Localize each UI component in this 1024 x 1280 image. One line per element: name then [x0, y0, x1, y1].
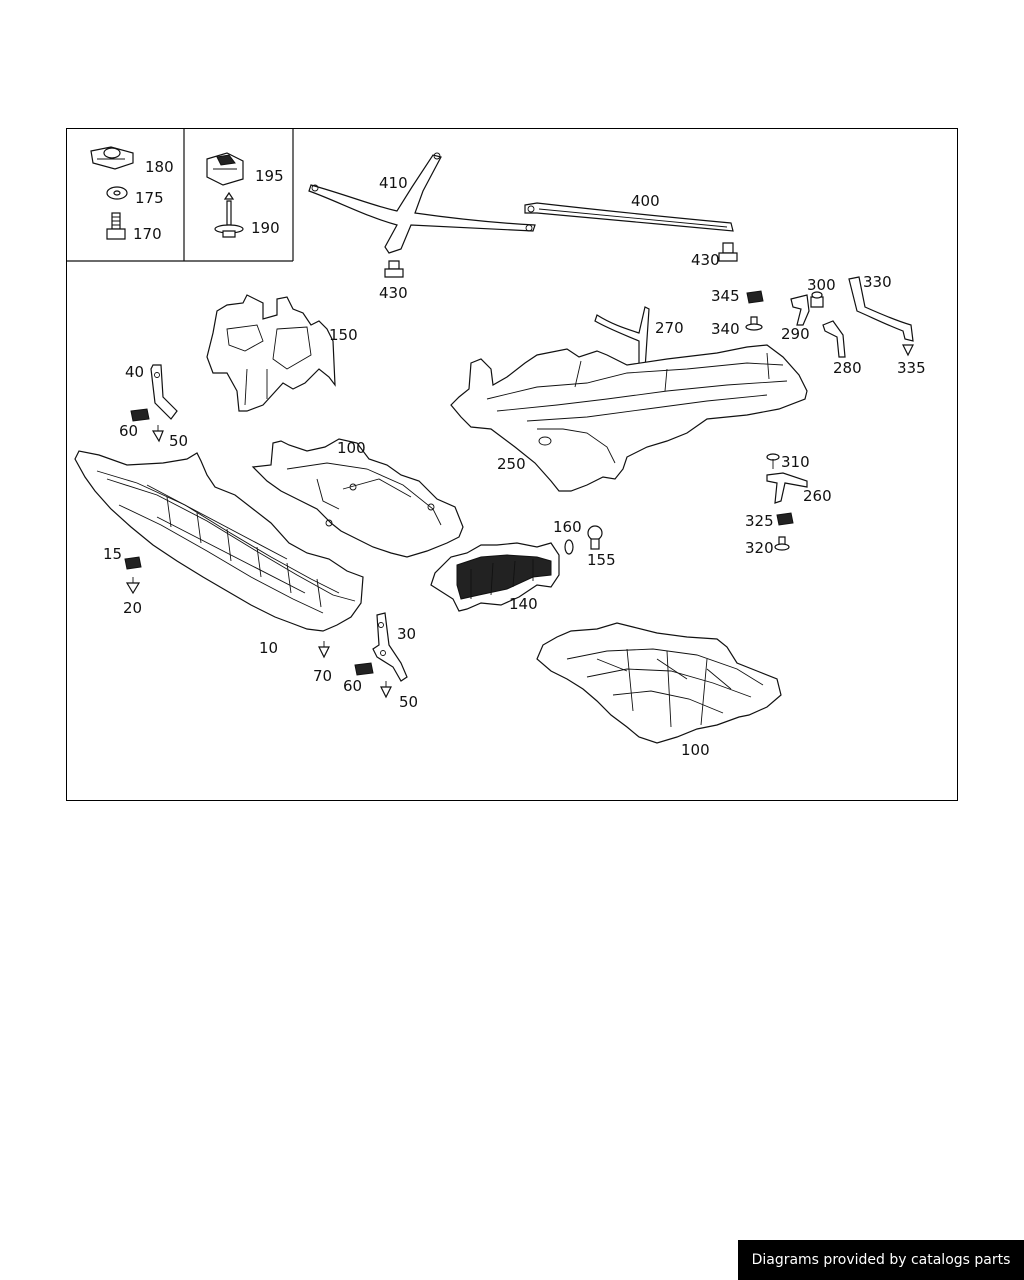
parts-diagram-frame: 180 175 170 195 190 410 400 430 430 150 … [66, 128, 958, 801]
callout-430-left: 430 [379, 284, 408, 302]
part-400-strut [524, 202, 734, 232]
part-340-push-pin [745, 316, 763, 331]
callout-250: 250 [497, 455, 526, 473]
callout-150: 150 [329, 326, 358, 344]
part-250-underbody-panel [450, 344, 808, 492]
part-155-bolt [587, 525, 603, 550]
part-100-engine-undercover-lower [536, 622, 782, 744]
part-290-bracket [790, 294, 810, 326]
part-150-air-duct [206, 294, 336, 412]
callout-160: 160 [553, 518, 582, 536]
callout-20: 20 [123, 599, 142, 617]
part-320-push-pin [774, 536, 790, 551]
part-175-washer [106, 186, 128, 200]
callout-345: 345 [711, 287, 740, 305]
part-300-nut [810, 291, 824, 308]
part-140-air-duct [430, 542, 560, 612]
part-50-screw-left [151, 425, 164, 443]
callout-400: 400 [631, 192, 660, 210]
part-195-clip [206, 152, 244, 186]
callout-175: 175 [135, 189, 164, 207]
callout-430-right: 430 [691, 251, 720, 269]
callout-300: 300 [807, 276, 836, 294]
callout-325: 325 [745, 512, 774, 530]
part-20-screw [125, 577, 141, 595]
part-410-cross-strut [308, 152, 536, 254]
callout-70: 70 [313, 667, 332, 685]
footer-attribution-text: Diagrams provided by catalogs parts [751, 1252, 1011, 1268]
callout-155: 155 [587, 551, 616, 569]
parts-diagram: 180 175 170 195 190 410 400 430 430 150 … [67, 129, 926, 759]
part-345-clip [746, 290, 764, 304]
callout-190: 190 [251, 219, 280, 237]
callout-labels: 180 175 170 195 190 410 400 430 430 150 … [103, 158, 926, 759]
callout-50-right: 50 [399, 693, 418, 711]
callout-320: 320 [745, 539, 774, 557]
part-170-bolt [106, 212, 126, 240]
callout-15: 15 [103, 545, 122, 563]
callout-60-right: 60 [343, 677, 362, 695]
callout-100-lower: 100 [681, 741, 710, 759]
callout-410: 410 [379, 174, 408, 192]
part-15-clip [124, 556, 142, 570]
callout-340: 340 [711, 320, 740, 338]
callout-100-upper: 100 [337, 439, 366, 457]
callout-195: 195 [255, 167, 284, 185]
part-260-bracket [766, 472, 808, 504]
part-60-clip-right [354, 662, 374, 676]
part-430-bolt-right [718, 242, 738, 262]
callout-180: 180 [145, 158, 174, 176]
part-50-screw-right [380, 681, 392, 699]
part-335-screw [902, 344, 914, 357]
callout-10: 10 [259, 639, 278, 657]
part-310-screw [766, 453, 780, 469]
callout-310: 310 [781, 453, 810, 471]
part-330-bracket [848, 276, 914, 342]
callout-50-left: 50 [169, 432, 188, 450]
part-160-washer [564, 539, 574, 555]
callout-270: 270 [655, 319, 684, 337]
part-100-engine-undercover-upper [251, 438, 464, 558]
part-325-clip [776, 512, 794, 526]
callout-335: 335 [897, 359, 926, 377]
callout-40: 40 [125, 363, 144, 381]
part-40-bracket [150, 364, 178, 420]
callout-170: 170 [133, 225, 162, 243]
callout-330: 330 [863, 273, 892, 291]
part-10-front-undercover [74, 450, 364, 632]
part-190-push-rivet [214, 191, 244, 238]
callout-260: 260 [803, 487, 832, 505]
part-60-clip-left [130, 408, 150, 422]
footer-attribution-badge: Diagrams provided by catalogs parts [738, 1240, 1024, 1280]
part-70-screw [318, 641, 330, 659]
part-180-clip-nut [90, 146, 134, 170]
part-30-bracket [372, 612, 408, 682]
part-430-bolt-left [384, 260, 404, 278]
part-280-bracket [822, 320, 846, 358]
callout-280: 280 [833, 359, 862, 377]
fastener-inset-boxes [67, 129, 294, 262]
callout-290: 290 [781, 325, 810, 343]
callout-60-left: 60 [119, 422, 138, 440]
callout-140: 140 [509, 595, 538, 613]
callout-30: 30 [397, 625, 416, 643]
